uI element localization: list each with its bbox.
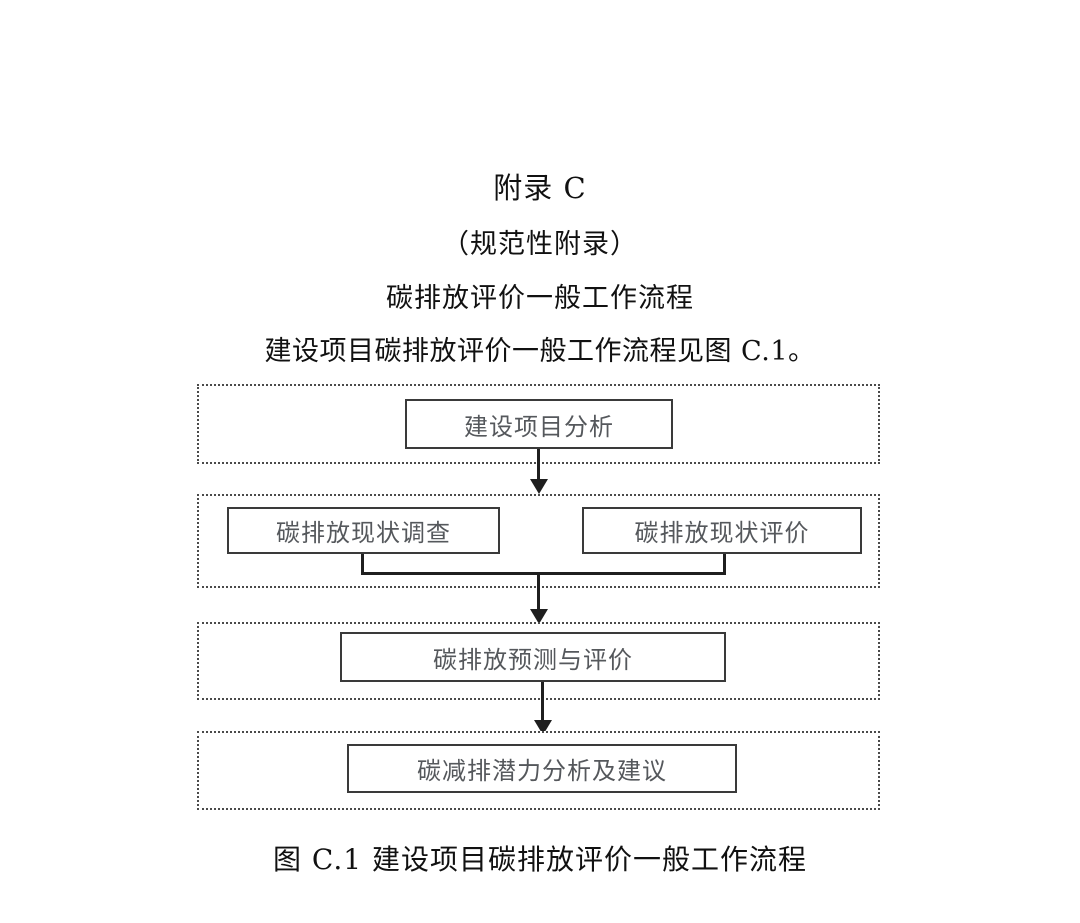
- merge-bar: [361, 572, 726, 575]
- merge-drop-right: [723, 554, 726, 575]
- node-label: 碳排放现状评价: [634, 519, 810, 547]
- appendix-title: 附录 C: [493, 171, 587, 205]
- node-label: 碳排放预测与评价: [433, 645, 633, 674]
- node-construction-project-analysis: 建设项目分析: [405, 399, 673, 449]
- connector-stage2-to-stage3: [537, 572, 540, 611]
- connector-stage1-to-stage2-arrow: [530, 479, 548, 494]
- node-emission-status-assessment: 碳排放现状评价: [582, 507, 862, 554]
- appendix-subtitle: 碳排放评价一般工作流程: [386, 283, 694, 314]
- node-label: 建设项目分析: [464, 412, 614, 441]
- merge-drop-left: [361, 554, 364, 575]
- node-reduction-potential-and-recommendations: 碳减排潜力分析及建议: [347, 744, 737, 793]
- figure-caption: 图 C.1 建设项目碳排放评价一般工作流程: [273, 843, 807, 876]
- lead-paragraph: 建设项目碳排放评价一般工作流程见图 C.1。: [264, 336, 816, 367]
- connector-stage2-to-stage3-arrow: [530, 609, 548, 624]
- node-label: 碳排放现状调查: [276, 519, 451, 547]
- node-emission-forecast-and-assessment: 碳排放预测与评价: [340, 632, 726, 682]
- connector-stage3-to-stage4: [541, 682, 544, 722]
- connector-stage1-to-stage2: [537, 449, 540, 481]
- node-emission-status-survey: 碳排放现状调查: [227, 507, 500, 554]
- appendix-type: （规范性附录）: [442, 229, 638, 260]
- node-label: 碳减排潜力分析及建议: [417, 757, 667, 785]
